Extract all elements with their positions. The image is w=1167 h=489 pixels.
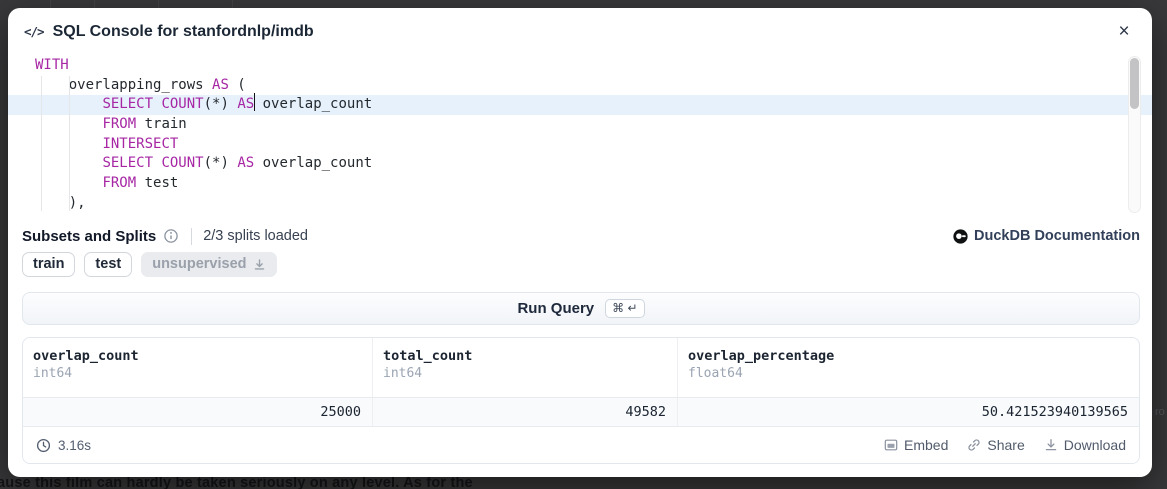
code-line[interactable]: INTERSECT — [8, 135, 1152, 155]
result-cell: 25000 — [23, 398, 373, 426]
column-name: overlap_count — [33, 348, 139, 364]
background-review-text: ause this film can hardly be taken serio… — [0, 475, 473, 489]
indent-guide — [69, 76, 70, 211]
splits-loaded-status: 2/3 splits loaded — [203, 228, 308, 244]
split-pill-label: train — [33, 256, 65, 272]
divider — [191, 227, 193, 245]
download-label: Download — [1063, 437, 1126, 453]
column-type: int64 — [33, 366, 73, 381]
sql-editor[interactable]: WITH overlapping_rows AS ( SELECT COUNT(… — [8, 55, 1152, 215]
column-header: total_count int64 — [373, 338, 678, 397]
run-query-label: Run Query — [517, 300, 595, 317]
column-header: overlap_percentage float64 — [678, 338, 1139, 397]
code-icon: </> — [24, 24, 45, 39]
duckdb-documentation-label: DuckDB Documentation — [974, 228, 1140, 244]
code-token: COUNT — [161, 155, 204, 172]
column-type: int64 — [383, 366, 423, 381]
editor-scrollbar[interactable] — [1128, 56, 1141, 213]
download-icon — [254, 258, 264, 270]
splits-heading: Subsets and Splits — [22, 227, 157, 245]
column-type: float64 — [688, 366, 743, 381]
clock-icon — [36, 438, 51, 452]
sql-console-modal: </> SQL Console for stanfordnlp/imdb × W… — [8, 8, 1152, 477]
results-footer: 3.16s Embed Share Download — [23, 427, 1139, 463]
code-token: COUNT — [161, 96, 204, 113]
code-token: ( — [228, 76, 246, 93]
duckdb-logo-icon — [953, 228, 968, 244]
indent-guide — [41, 76, 42, 211]
code-token: WITH — [35, 57, 69, 73]
sql-editor-content: WITH overlapping_rows AS ( SELECT COUNT(… — [8, 55, 1152, 214]
code-token: AS — [237, 155, 255, 172]
query-duration-label: 3.16s — [58, 437, 92, 453]
background-text-remnant: ro — [1155, 406, 1165, 418]
code-line[interactable]: FROM test — [8, 174, 1152, 194]
column-name: total_count — [383, 348, 473, 364]
share-button[interactable]: Share — [967, 437, 1025, 453]
code-token: ), — [35, 194, 86, 211]
split-pill-test[interactable]: test — [84, 252, 133, 277]
result-cell: 49582 — [373, 398, 678, 426]
results-actions: Embed Share Download — [884, 437, 1126, 453]
split-pill-label: test — [95, 256, 122, 272]
code-token: AS — [237, 96, 255, 113]
code-token: test — [136, 175, 179, 192]
splits-header-row: Subsets and Splits 2/3 splits loaded Duc… — [22, 225, 1140, 247]
keyboard-shortcut-badge: ⌘ ↵ — [605, 299, 645, 318]
download-icon — [1045, 439, 1056, 451]
column-name: overlap_percentage — [688, 348, 835, 364]
embed-button[interactable]: Embed — [884, 437, 948, 453]
code-token: SELECT — [102, 155, 154, 172]
embed-label: Embed — [904, 437, 949, 453]
result-cell: 50.421523940139565 — [981, 404, 1128, 420]
code-token: AS — [212, 76, 229, 93]
close-icon[interactable]: × — [1112, 20, 1136, 44]
share-label: Share — [987, 437, 1025, 453]
query-results-card: overlap_count int64 total_count int64 ov… — [22, 337, 1140, 464]
share-link-icon — [968, 439, 980, 451]
split-pills: train test unsupervised — [22, 252, 277, 277]
download-button[interactable]: Download — [1044, 437, 1126, 453]
results-data-row: 25000 49582 50.421523940139565 — [23, 397, 1139, 427]
code-token: (*) — [203, 155, 238, 172]
code-line[interactable]: FROM train — [8, 115, 1152, 135]
code-token: overlapping_rows — [68, 76, 213, 93]
code-token: FROM — [102, 116, 137, 133]
code-line[interactable]: SELECT COUNT(*) AS overlap_count — [8, 93, 1152, 116]
split-pill-unsupervised[interactable]: unsupervised — [141, 252, 277, 277]
code-line[interactable]: WITH — [8, 56, 1152, 76]
code-line[interactable]: SELECT COUNT(*) AS overlap_count — [8, 154, 1152, 174]
results-header-row: overlap_count int64 total_count int64 ov… — [23, 338, 1139, 397]
code-token: INTERSECT — [102, 135, 179, 152]
split-pill-train[interactable]: train — [22, 252, 76, 277]
code-token: overlap_count — [254, 155, 373, 172]
split-pill-label: unsupervised — [152, 256, 247, 272]
info-icon[interactable] — [163, 228, 179, 244]
query-duration: 3.16s — [36, 438, 91, 453]
editor-scrollbar-thumb[interactable] — [1130, 58, 1139, 109]
column-header: overlap_count int64 — [23, 338, 373, 397]
code-line[interactable]: overlapping_rows AS ( — [8, 76, 1152, 96]
embed-icon — [884, 439, 898, 451]
code-token: (*) — [203, 96, 238, 113]
duckdb-documentation-link[interactable]: DuckDB Documentation — [953, 228, 1140, 244]
code-line[interactable]: ), — [8, 194, 1152, 214]
modal-header: </> SQL Console for stanfordnlp/imdb × — [8, 8, 1152, 55]
code-token: SELECT — [102, 96, 154, 113]
run-query-button[interactable]: Run Query ⌘ ↵ — [22, 292, 1140, 325]
modal-title: SQL Console for stanfordnlp/imdb — [52, 22, 314, 40]
code-token: train — [136, 116, 187, 133]
code-token: overlap_count — [254, 96, 373, 113]
code-token: FROM — [102, 175, 137, 192]
